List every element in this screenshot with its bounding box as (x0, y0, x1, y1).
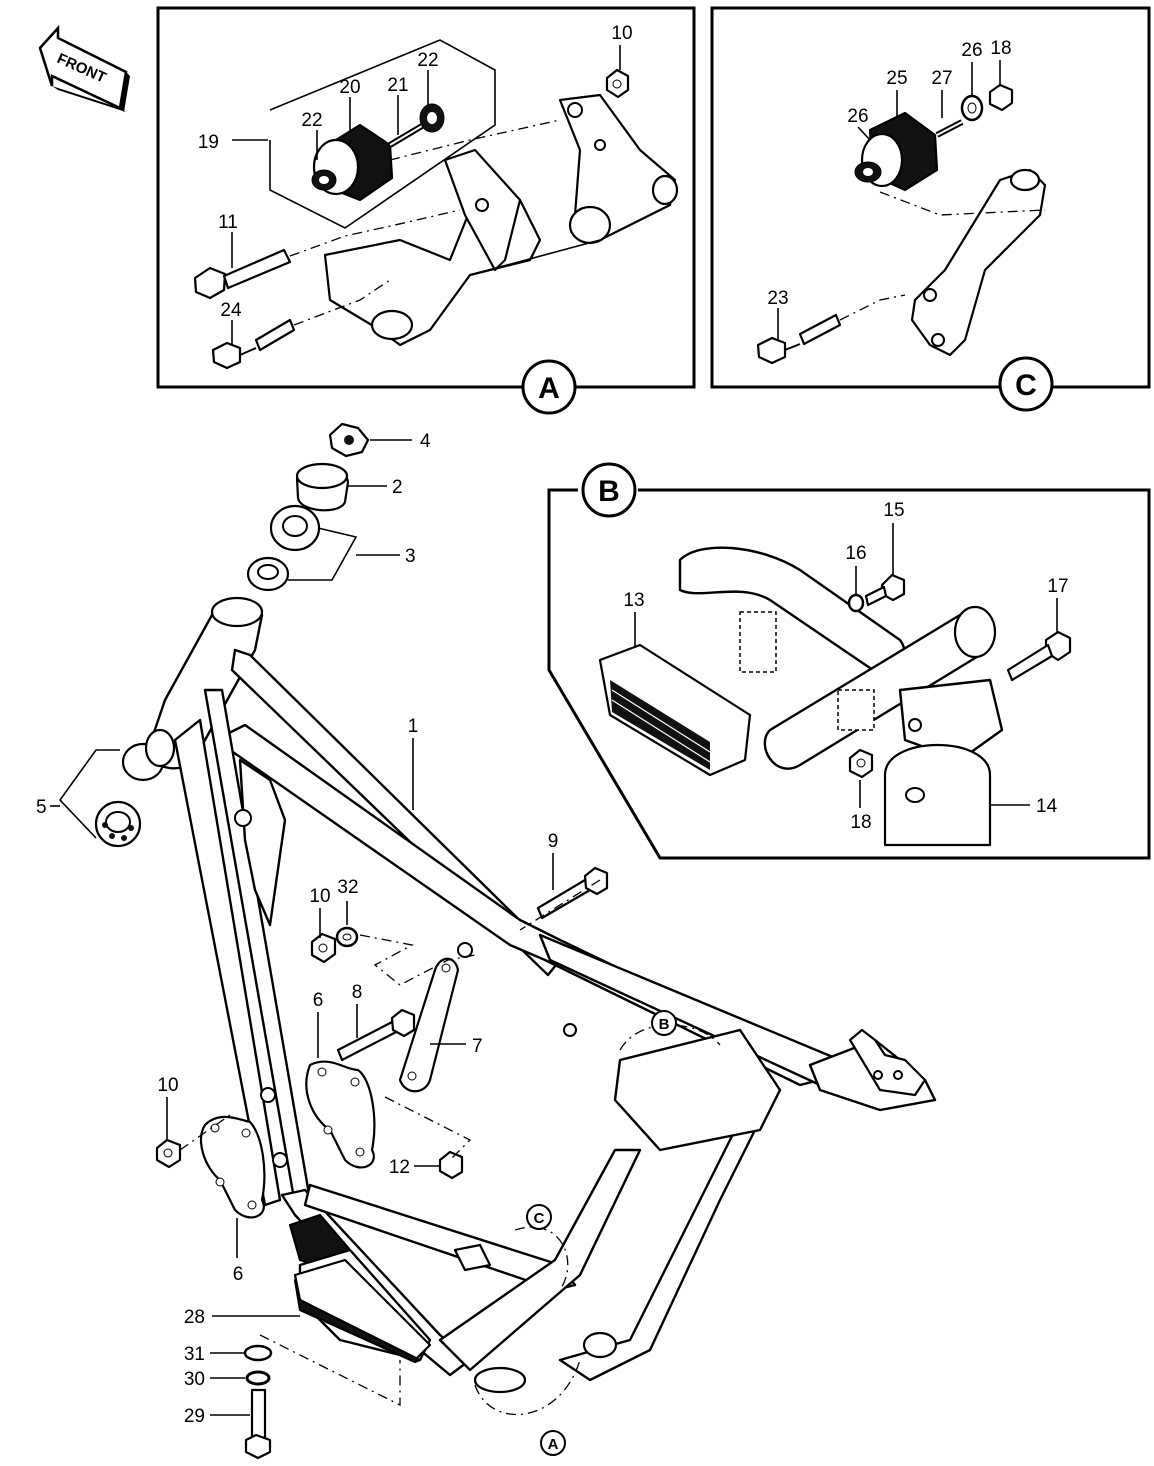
label-1: 1 (408, 716, 419, 737)
label-8: 8 (352, 982, 363, 1003)
clip-30-part (245, 1370, 271, 1386)
label-29: 29 (184, 1406, 205, 1427)
svg-text:A: A (548, 1436, 559, 1453)
bolt-9-part (536, 866, 609, 920)
label-19: 19 (198, 132, 219, 153)
label-30: 30 (184, 1369, 205, 1390)
bracket-7-part (398, 957, 460, 1093)
label-10-top: 10 (611, 23, 632, 44)
label-10-mid: 10 (309, 886, 330, 907)
label-22-left: 22 (301, 110, 322, 131)
label-31: 31 (184, 1344, 205, 1365)
inset-c: C 23 (710, 6, 1151, 412)
steering-head-parts (94, 422, 370, 848)
label-18-b: 18 (850, 812, 871, 833)
label-14: 14 (1036, 796, 1058, 817)
bolt-11-part (193, 248, 292, 300)
label-2: 2 (392, 477, 403, 498)
nut-18-b-part (848, 748, 874, 779)
engine-mount-bracket-c (910, 168, 1047, 357)
main-frame-part (144, 596, 937, 1394)
inset-a: A (156, 6, 696, 415)
svg-text:C: C (534, 1210, 545, 1227)
label-26-right: 26 (961, 40, 982, 61)
label-24: 24 (220, 300, 242, 321)
bolt-17-part (1006, 630, 1072, 682)
nut-10-low-part (155, 1138, 182, 1169)
engine-plate-6-upper-part (305, 1060, 376, 1169)
label-13: 13 (623, 590, 644, 611)
label-18-c: 18 (990, 38, 1011, 59)
washer-31-part (243, 1344, 273, 1362)
skid-plate-28-part (293, 1258, 432, 1364)
label-3: 3 (405, 546, 416, 567)
callout-c-main: C (526, 1204, 552, 1230)
label-17: 17 (1047, 576, 1068, 597)
front-arrow-icon: FRONT (38, 24, 130, 112)
inset-b: B (547, 462, 1151, 860)
callout-b-main: B (651, 1010, 677, 1036)
inset-b-badge: B (598, 475, 620, 508)
engine-plate-6-lower-part (200, 1115, 266, 1219)
nut-12-part (438, 1150, 464, 1180)
label-26-left: 26 (847, 106, 868, 127)
label-32: 32 (337, 877, 358, 898)
inset-a-badge: A (538, 372, 560, 405)
label-4: 4 (420, 431, 431, 452)
rubber-block-14-part (883, 743, 992, 847)
bolt-8-part (336, 1008, 416, 1062)
frame-tube-section-b (678, 546, 1004, 770)
washer-32-part (335, 926, 359, 948)
label-27: 27 (931, 68, 952, 89)
label-11: 11 (218, 212, 238, 233)
engine-mount-bracket-a (323, 93, 679, 347)
label-22-right: 22 (417, 50, 438, 71)
group-19-outline (269, 39, 496, 229)
label-20: 20 (339, 77, 360, 98)
callout-a-main: A (540, 1430, 566, 1456)
label-23: 23 (767, 288, 788, 309)
nut-10-mid-part (310, 932, 337, 964)
nut-10-top-part (605, 68, 630, 99)
label-16: 16 (845, 543, 866, 564)
label-6-lower: 6 (233, 1264, 244, 1285)
regulator-13-part (598, 643, 752, 777)
inset-c-badge: C (1015, 369, 1037, 402)
bolt-29-part (244, 1388, 272, 1460)
label-9: 9 (548, 831, 559, 852)
svg-text:B: B (659, 1016, 670, 1033)
bolt-15-part (864, 573, 906, 607)
bolt-24-part (211, 318, 296, 370)
rubber-bushing-c-part (854, 83, 1014, 192)
label-25: 25 (886, 68, 907, 89)
label-15: 15 (883, 500, 904, 521)
label-28: 28 (184, 1307, 205, 1328)
label-21: 21 (387, 75, 408, 96)
label-7: 7 (472, 1036, 483, 1057)
washer-16-part (847, 593, 865, 613)
label-12: 12 (389, 1157, 410, 1178)
label-6-upper: 6 (313, 990, 324, 1011)
label-10-low: 10 (157, 1075, 178, 1096)
rubber-bushing-part (311, 103, 445, 202)
label-5: 5 (36, 797, 47, 818)
bolt-23-part (756, 313, 842, 365)
